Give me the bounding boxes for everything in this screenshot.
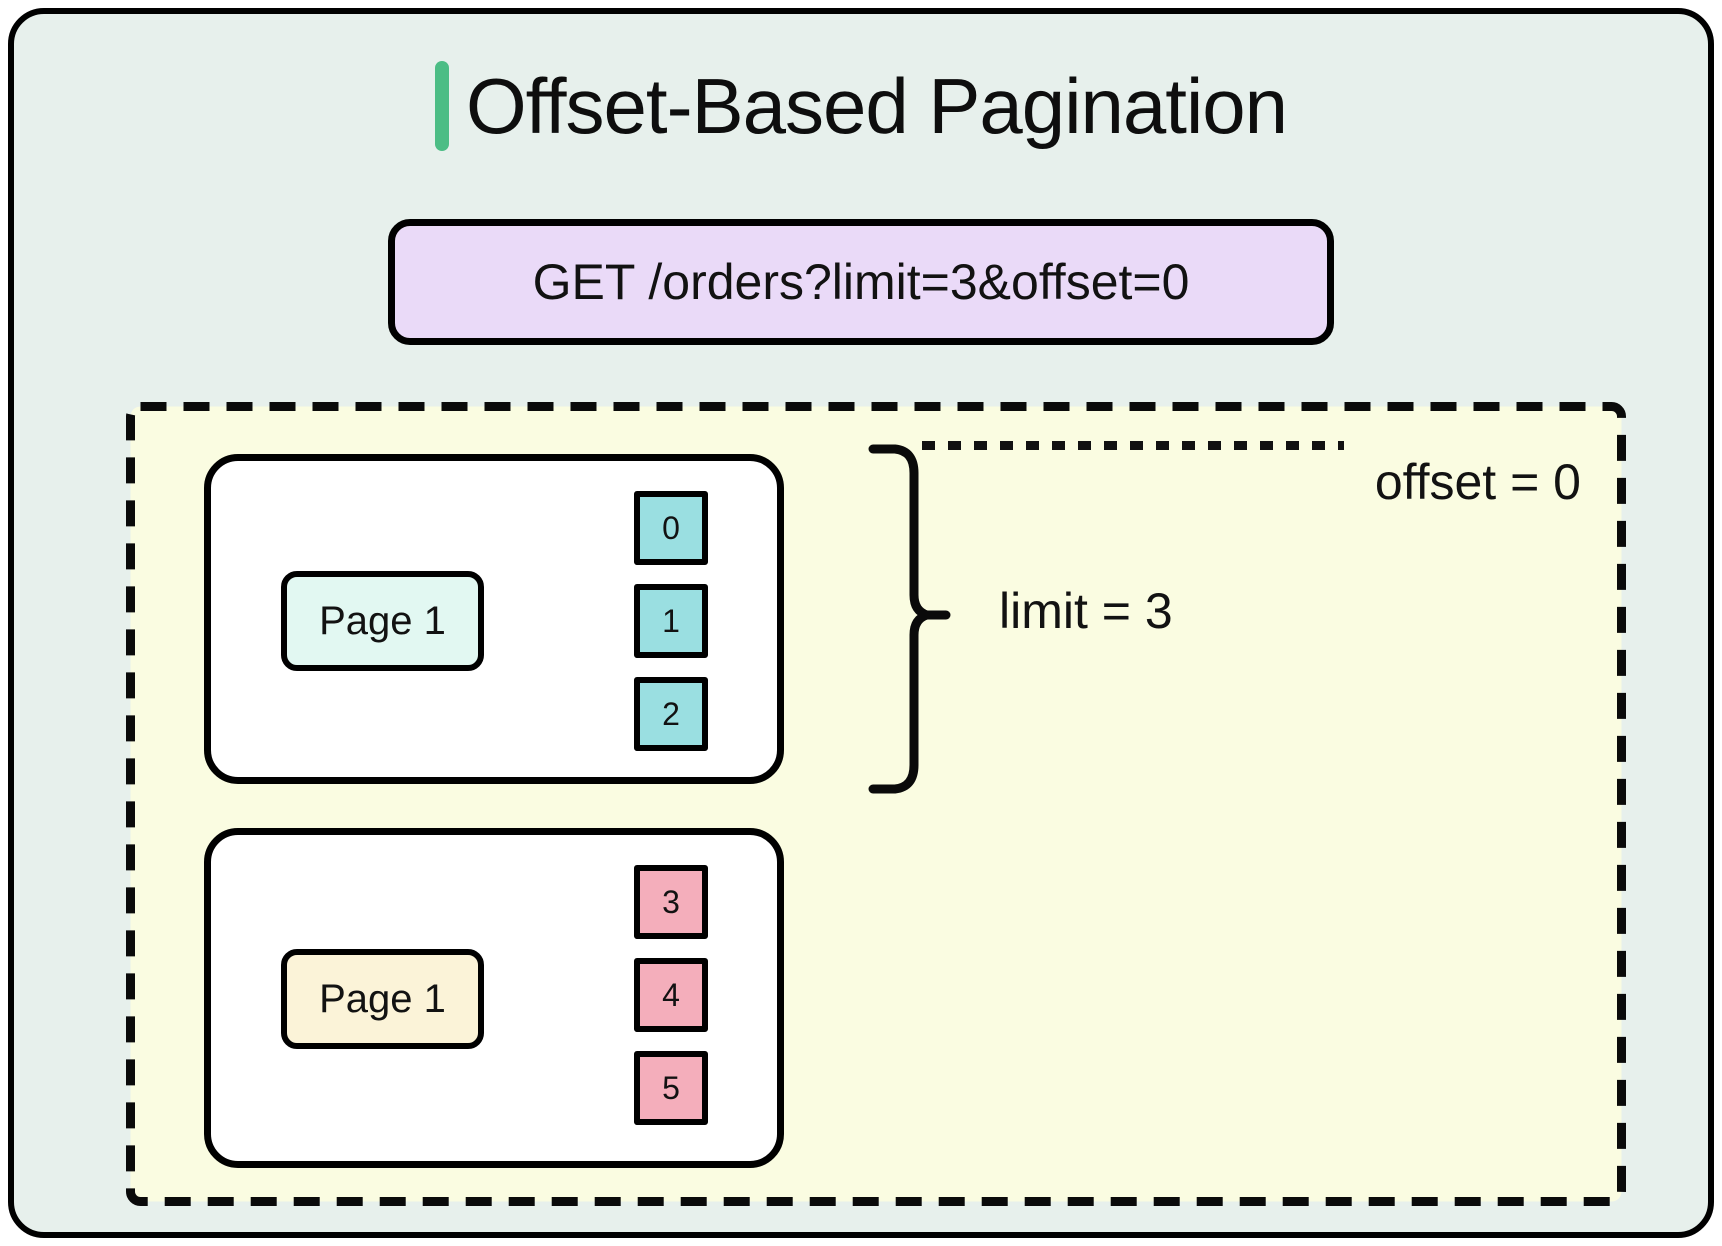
order-item: 1	[634, 584, 708, 658]
offset-dotted-line	[922, 441, 1344, 450]
title-accent-bar	[434, 61, 449, 151]
order-item: 3	[634, 865, 708, 939]
diagram-card: Offset-Based Pagination GET /orders?limi…	[8, 8, 1714, 1238]
dataset-box: Page 1 0 1 2 Page 1 3 4 5 offset = 0 lim…	[126, 402, 1626, 1206]
page-card-1: Page 1 0 1 2	[204, 454, 784, 784]
limit-label: limit = 3	[999, 583, 1173, 639]
order-item: 2	[634, 677, 708, 751]
title-row: Offset-Based Pagination	[14, 58, 1708, 154]
offset-label: offset = 0	[1374, 454, 1581, 510]
order-item: 5	[634, 1051, 708, 1125]
page-label: Page 1	[281, 949, 484, 1049]
page-title: Offset-Based Pagination	[465, 62, 1288, 150]
request-pill: GET /orders?limit=3&offset=0	[388, 219, 1334, 345]
limit-brace	[868, 444, 951, 794]
order-item: 0	[634, 491, 708, 565]
page-card-2: Page 1 3 4 5	[204, 828, 784, 1168]
request-text: GET /orders?limit=3&offset=0	[532, 254, 1190, 310]
order-item: 4	[634, 958, 708, 1032]
page-label: Page 1	[281, 571, 484, 671]
